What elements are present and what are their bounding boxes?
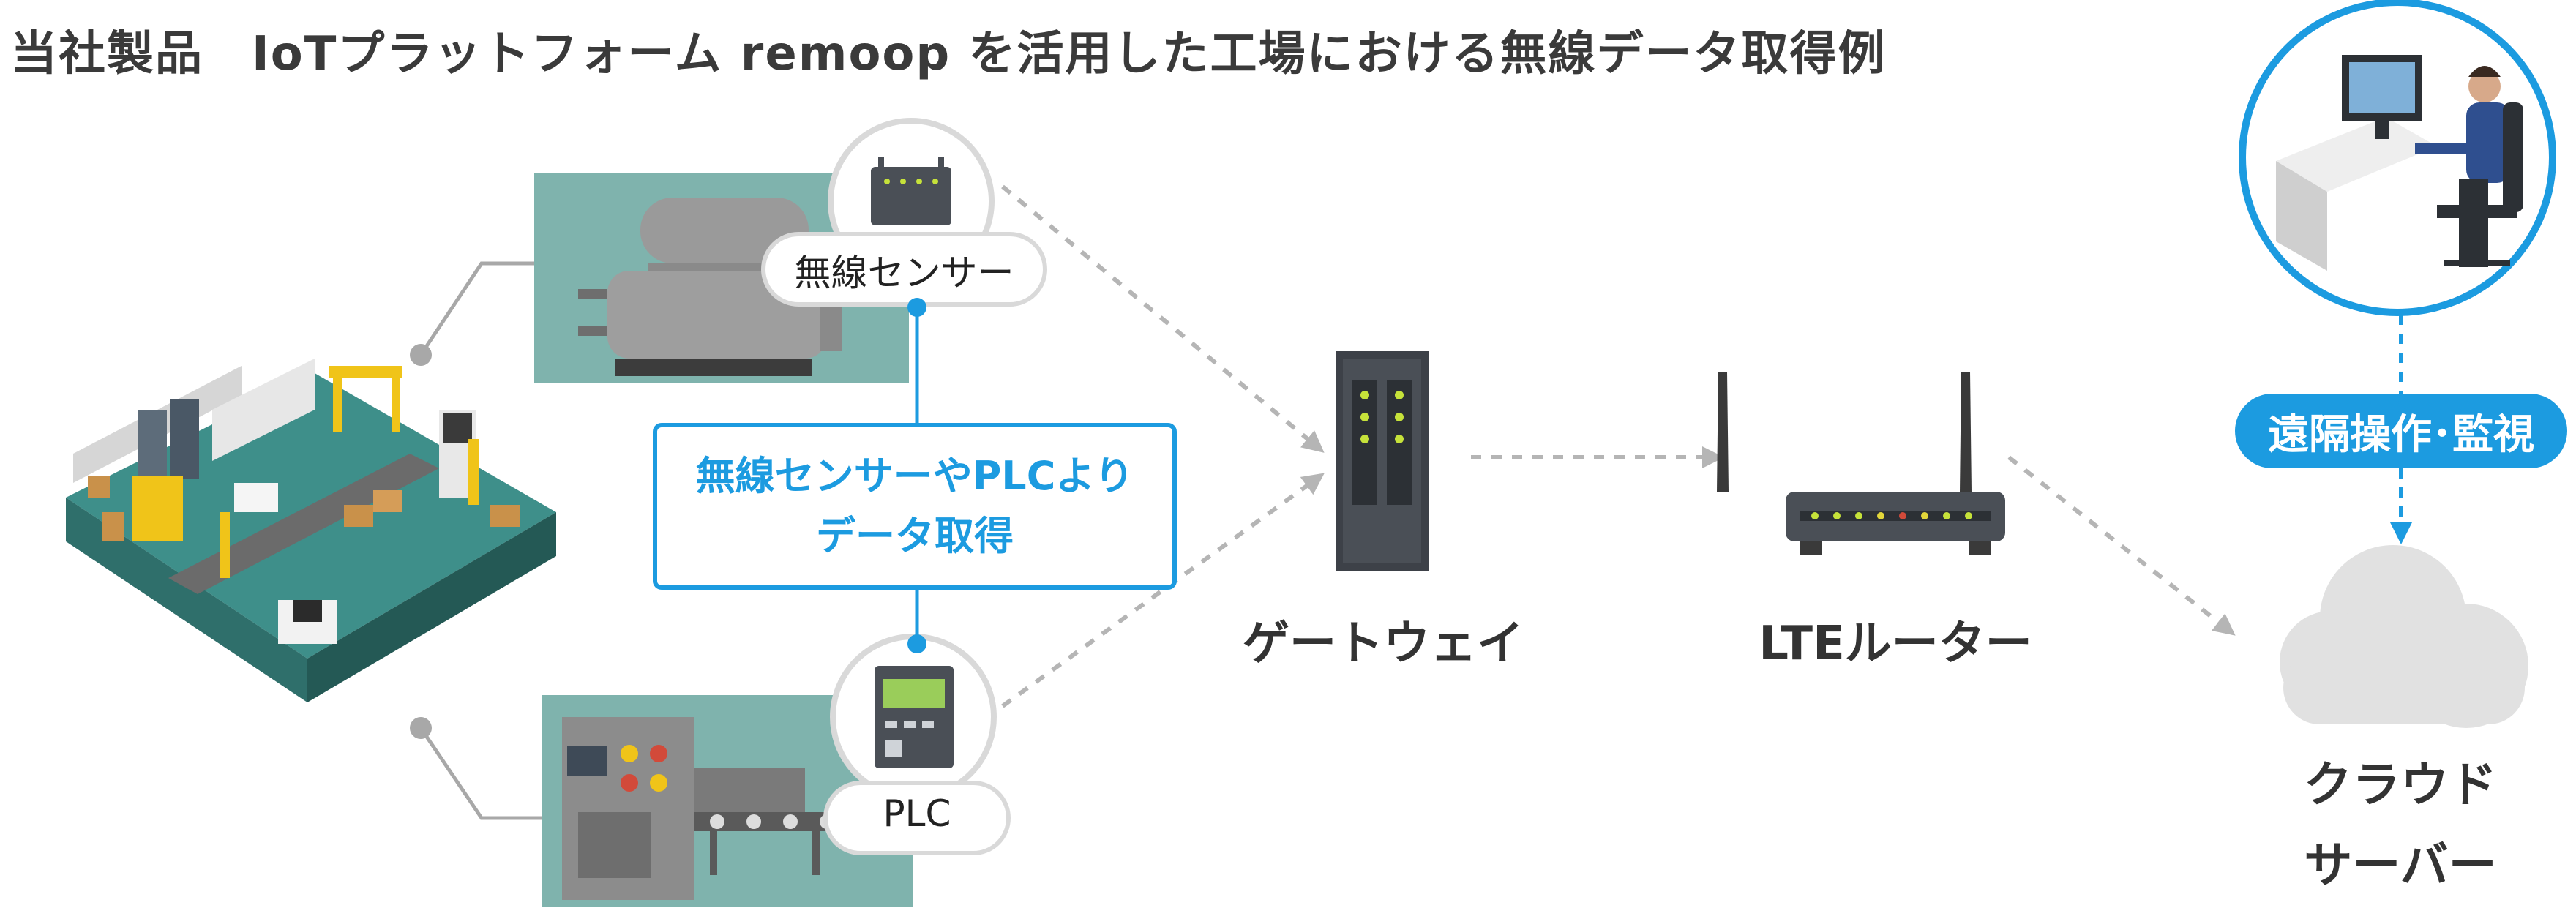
- callout-line1: 無線センサーやPLCより: [695, 453, 1134, 499]
- callout-line2: データ取得: [816, 513, 1014, 559]
- plc-label-pill: [823, 781, 1011, 855]
- data-acquisition-connector: [907, 298, 926, 653]
- cloud-label-line1: クラウド: [2304, 757, 2497, 813]
- remote-operator-icon: [2239, 0, 2556, 316]
- data-flow-arrows: [1001, 184, 2236, 708]
- gateway-device-icon: [1336, 351, 1429, 571]
- factory-connector-lines: [410, 261, 542, 820]
- cloud-label-line2: サーバー: [2304, 837, 2497, 893]
- data-acquisition-callout: 無線センサーやPLCより データ取得: [653, 423, 1177, 590]
- plc-label: PLC: [883, 792, 951, 835]
- gateway-label: ゲートウェイ: [1243, 617, 1524, 671]
- router-label: LTEルーター: [1759, 617, 2032, 671]
- remote-monitoring-badge: 遠隔操作･監視: [2235, 394, 2567, 468]
- sensor-label-pill: [761, 232, 1047, 307]
- lte-router-icon: [1717, 372, 2005, 555]
- cloud-icon: [2280, 545, 2528, 728]
- cloud-server-label: クラウド サーバー: [2254, 745, 2547, 906]
- sensor-label: 無線センサー: [794, 252, 1014, 294]
- factory-floor-illustration: [66, 359, 556, 702]
- plc-device-icon: [830, 634, 997, 800]
- page-title: 当社製品 IoTプラットフォーム remoop を活用した工場における無線データ…: [10, 27, 1887, 81]
